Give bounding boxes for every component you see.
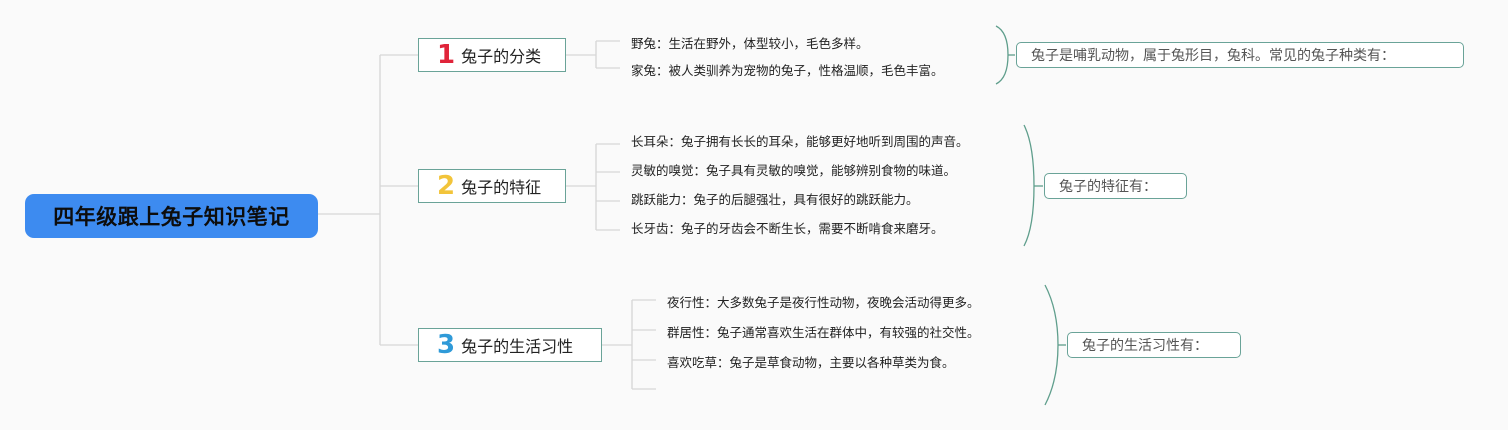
leaf-item[interactable]: 长耳朵：兔子拥有长长的耳朵，能够更好地听到周围的声音。 xyxy=(631,134,969,149)
leaf-item[interactable]: 家兔：被人类驯养为宠物的兔子，性格温顺，毛色丰富。 xyxy=(631,63,944,78)
summary-label: 兔子的生活习性有： xyxy=(1082,338,1208,354)
summary-label: 兔子的特征有： xyxy=(1059,179,1157,195)
branch-number: 3 xyxy=(437,330,456,360)
summary-box[interactable]: 兔子的特征有： xyxy=(1044,173,1187,199)
branch-label: 兔子的分类 xyxy=(461,47,542,66)
branch-number: 2 xyxy=(437,171,456,201)
branch-3[interactable]: 3 兔子的生活习性 xyxy=(418,328,602,362)
connector-lines xyxy=(318,40,656,390)
leaf-item[interactable]: 夜行性：大多数兔子是夜行性动物，夜晚会活动得更多。 xyxy=(667,295,980,310)
branch-1[interactable]: 1 兔子的分类 xyxy=(418,38,566,72)
branch-label: 兔子的生活习性 xyxy=(461,337,574,356)
leaf-item[interactable]: 喜欢吃草：兔子是草食动物，主要以各种草类为食。 xyxy=(667,355,955,370)
root-topic[interactable]: 四年级跟上兔子知识笔记 xyxy=(25,194,318,238)
leaf-item[interactable]: 跳跃能力：兔子的后腿强壮，具有很好的跳跃能力。 xyxy=(631,192,919,207)
leaf-item[interactable]: 灵敏的嗅觉：兔子具有灵敏的嗅觉，能够辨别食物的味道。 xyxy=(631,163,957,178)
summary-box[interactable]: 兔子的生活习性有： xyxy=(1067,332,1241,358)
leaf-item[interactable]: 长牙齿：兔子的牙齿会不断生长，需要不断啃食来磨牙。 xyxy=(631,221,944,236)
summary-box[interactable]: 兔子是哺乳动物，属于兔形目，兔科。常见的兔子种类有： xyxy=(1016,42,1464,68)
branch-label: 兔子的特征 xyxy=(461,178,542,197)
leaf-item[interactable]: 群居性：兔子通常喜欢生活在群体中，有较强的社交性。 xyxy=(667,325,980,340)
branch-2[interactable]: 2 兔子的特征 xyxy=(418,169,566,203)
branch-number: 1 xyxy=(437,40,456,70)
leaf-item[interactable]: 野兔：生活在野外，体型较小，毛色多样。 xyxy=(631,36,869,51)
summary-brackets xyxy=(995,25,1066,406)
root-topic-label: 四年级跟上兔子知识笔记 xyxy=(53,205,290,229)
summary-label: 兔子是哺乳动物，属于兔形目，兔科。常见的兔子种类有： xyxy=(1031,48,1395,64)
